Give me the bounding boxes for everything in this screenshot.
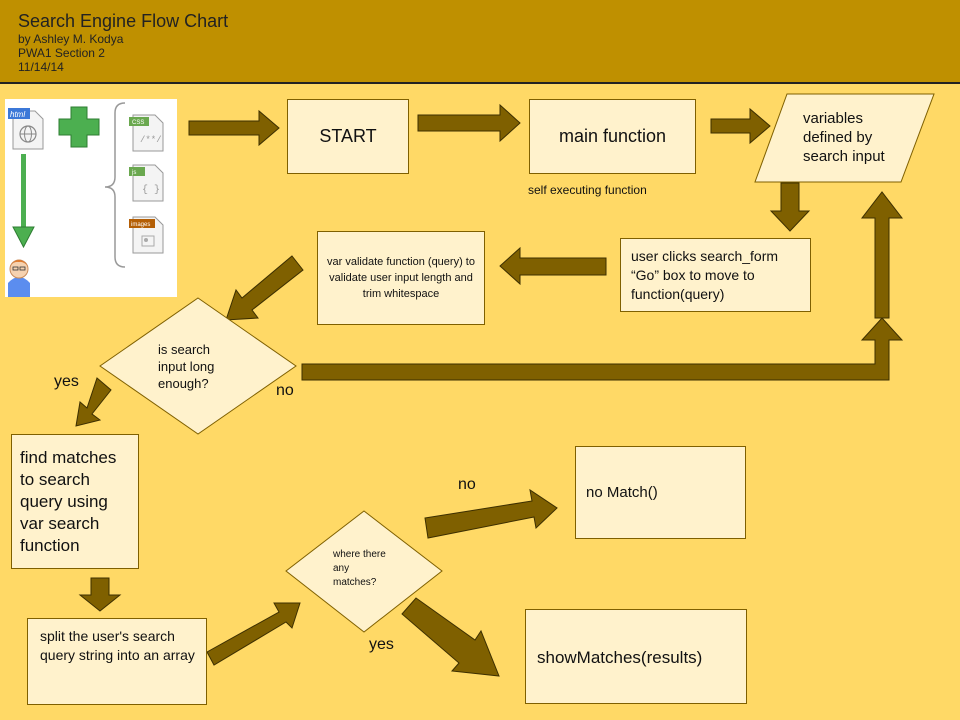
arrow-find-to-split [78, 577, 122, 612]
user-avatar-icon [8, 259, 30, 297]
chart-title: Search Engine Flow Chart [18, 11, 229, 31]
svg-text:images: images [131, 222, 150, 228]
arrow-validate-to-decision [225, 255, 304, 321]
main-function-node: main function [529, 99, 696, 174]
validate-node: var validate function (query) to validat… [317, 231, 485, 325]
arrow-main-to-variables [710, 107, 771, 145]
no-match-node: no Match() [575, 446, 746, 539]
show-matches-node: showMatches(results) [525, 609, 747, 704]
header-banner: Search Engine Flow Chart by Ashley M. Ko… [0, 0, 960, 84]
brace-icon [104, 102, 126, 268]
split-node: split the user's search query string int… [27, 618, 207, 705]
variables-node: variables defined by search input [803, 110, 885, 165]
plus-icon [58, 106, 100, 148]
author-line: by Ashley M. Kodya [18, 32, 124, 46]
variables-shape [754, 93, 935, 183]
images-file-icon: images [129, 216, 164, 254]
section-line: PWA1 Section 2 [18, 46, 105, 60]
down-arrow-icon [12, 154, 35, 249]
find-matches-node: find matches to search query using var s… [11, 434, 139, 569]
arrow-decision-to-nomatch [424, 488, 558, 539]
main-function-note: self executing function [528, 183, 647, 197]
yes-matches-label: yes [369, 636, 394, 653]
html-file-icon: html [8, 108, 44, 150]
arrow-up-to-variables [860, 191, 904, 319]
arrow-decision-to-show [401, 597, 500, 677]
arrow-start-to-main [417, 103, 521, 143]
decision-length-text: is search input long enough? [158, 342, 215, 391]
no-matches-label: no [458, 476, 476, 493]
arrow-variables-to-clicks [769, 182, 811, 232]
arrow-decision-to-find [75, 377, 112, 427]
decision-length-shape [99, 297, 297, 435]
decision-matches-text: where there any matches? [333, 549, 386, 588]
no-length-label: no [276, 382, 294, 399]
yes-length-label: yes [54, 373, 79, 390]
svg-text:html: html [10, 110, 25, 119]
svg-text:{ }: { } [142, 184, 160, 196]
arrow-icons-to-start [188, 109, 280, 147]
arrow-no-to-variables [301, 317, 904, 381]
css-file-icon: CSS /**/ [129, 114, 164, 152]
icons-panel: html [5, 99, 177, 297]
date-line: 11/14/14 [18, 60, 64, 74]
arrow-split-to-decision [206, 602, 301, 666]
user-clicks-node: user clicks search_form “Go” box to move… [620, 238, 811, 312]
svg-text:CSS: CSS [132, 120, 144, 126]
decision-matches-shape [285, 510, 443, 633]
start-node: START [287, 99, 409, 174]
svg-text:js: js [131, 170, 136, 176]
arrow-clicks-to-validate [499, 246, 607, 286]
js-file-icon: js { } [129, 164, 164, 202]
svg-text:/**/: /**/ [140, 135, 162, 145]
